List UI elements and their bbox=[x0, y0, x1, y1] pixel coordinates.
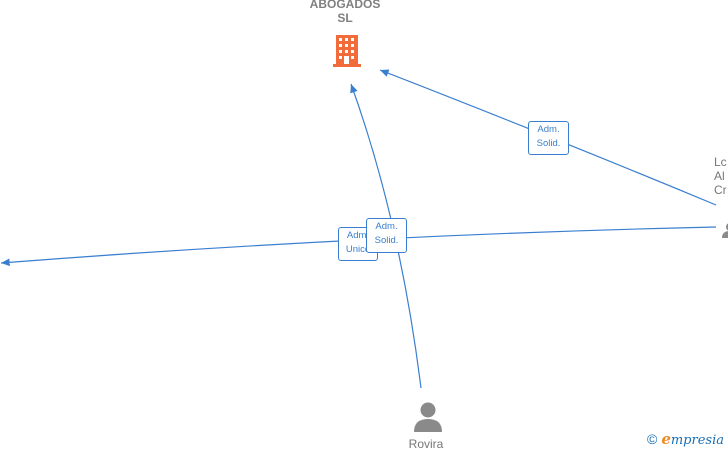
person-right-label-line3: Cr bbox=[714, 183, 727, 197]
brand-name: mpresia bbox=[670, 433, 724, 448]
person-right-label[interactable]: Lc Al Cr bbox=[714, 155, 728, 197]
person-right-label-line2: Al bbox=[714, 169, 725, 183]
edge-label-line1: Adm. bbox=[537, 124, 560, 135]
building-icon[interactable] bbox=[333, 35, 361, 67]
person-icon-right[interactable] bbox=[722, 223, 728, 238]
person-bottom-label[interactable]: Rovira bbox=[408, 437, 444, 451]
edge-label-right-to-company[interactable]: Adm. Solid. bbox=[528, 121, 569, 155]
empresia-watermark[interactable]: © empresia bbox=[647, 430, 724, 448]
edge-label-line1: Adm. bbox=[375, 221, 398, 232]
edge-label-line1: Adm. bbox=[346, 230, 370, 241]
company-label-line1: ABOGADOS bbox=[309, 0, 381, 11]
brand-e: e bbox=[661, 430, 671, 448]
edge-label-line2: Unico bbox=[345, 244, 371, 255]
person-icon[interactable] bbox=[414, 402, 442, 433]
copyright-icon: © bbox=[646, 431, 658, 447]
edge-label-line2: Solid. bbox=[374, 235, 399, 246]
company-label-line2: SL bbox=[337, 11, 353, 25]
edge-label-line2: Solid. bbox=[536, 138, 561, 149]
company-label[interactable]: ABOGADOS SL bbox=[296, 0, 394, 25]
edge-label-bottom-to-company[interactable]: Adm. Solid. bbox=[366, 218, 407, 253]
person-right-label-line1: Lc bbox=[714, 155, 727, 169]
